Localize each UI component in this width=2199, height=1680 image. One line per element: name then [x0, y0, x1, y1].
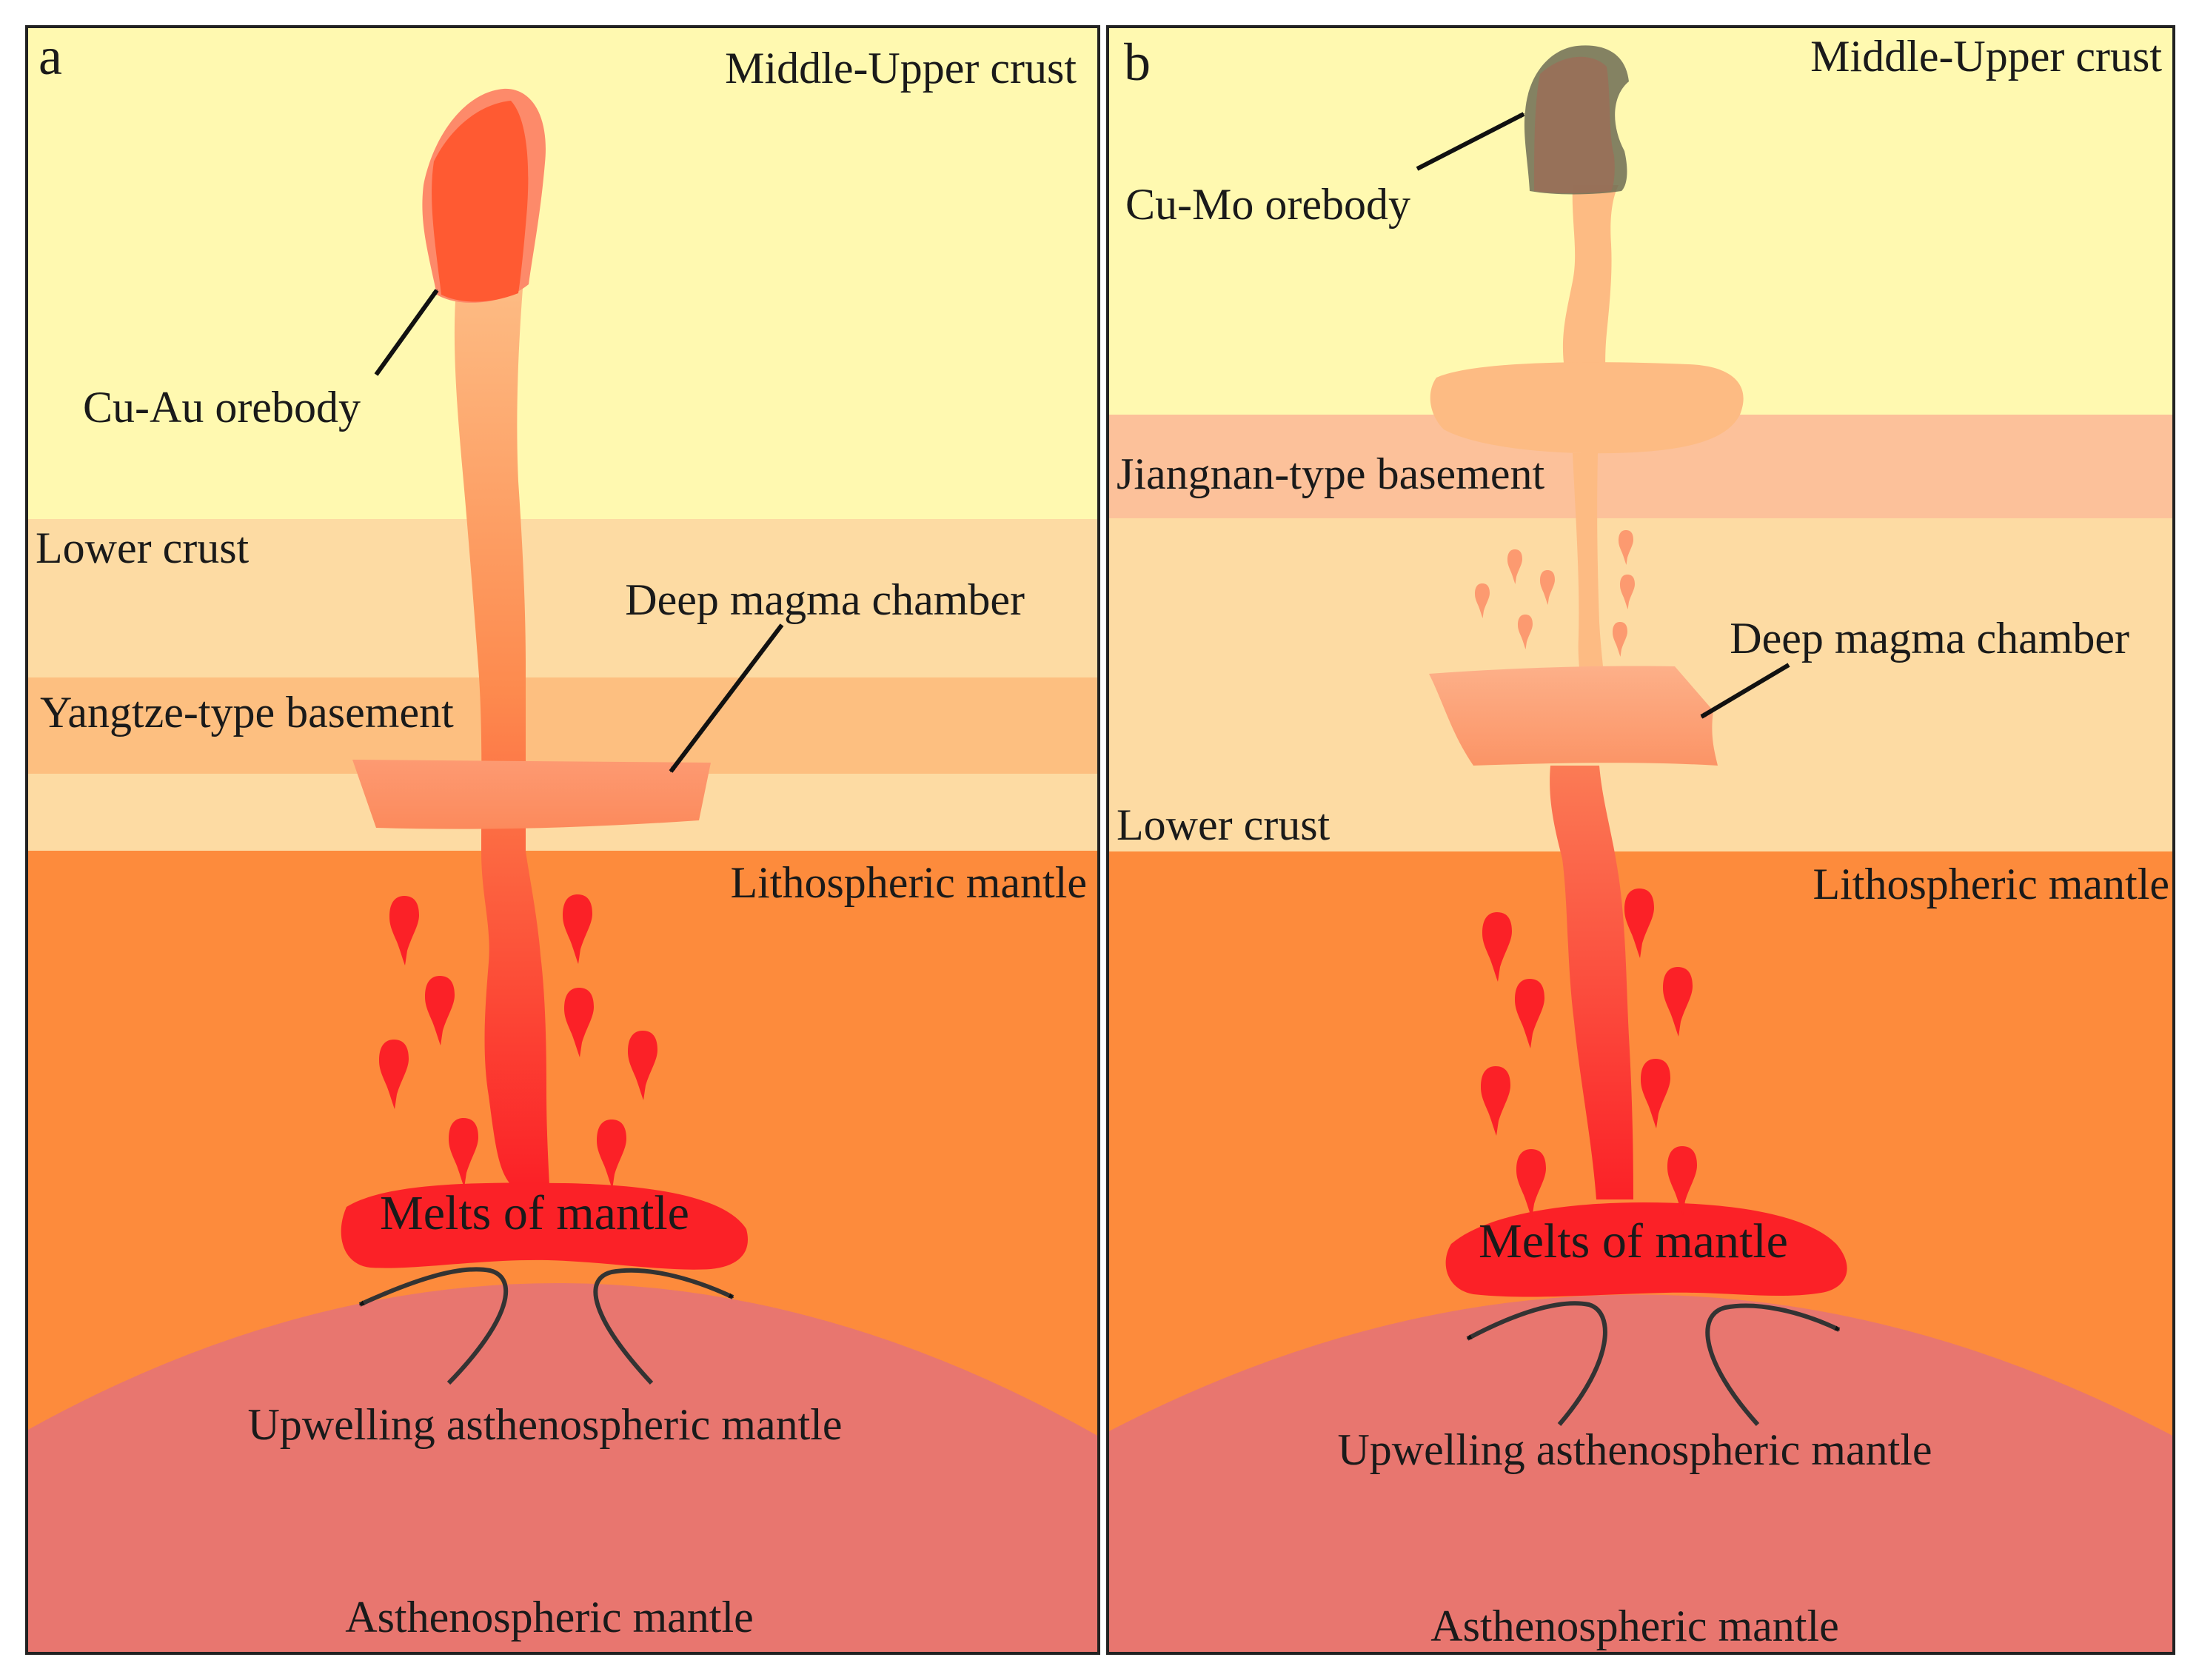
- panel-b-label-magma-chamber: Deep magma chamber: [1730, 614, 2129, 663]
- panel-b-middle-conduit: [1573, 453, 1607, 711]
- panel-a-orebody-arrow: [374, 289, 439, 376]
- panel-a-label-orebody: Cu-Au orebody: [83, 383, 361, 432]
- panel-a-chamber-arrow: [669, 623, 784, 773]
- panel-b-asthenosphere: [1108, 1294, 2174, 1653]
- panel-a-label-basement: Yangtze-type basement: [40, 688, 454, 737]
- panel-b-upper-conduit: [1562, 185, 1619, 415]
- panel-a-label-lithospheric-mantle: Lithospheric mantle: [730, 858, 1087, 907]
- panel-b-chamber-arrow: [1700, 663, 1790, 719]
- panel-b-label-lower-crust: Lower crust: [1117, 800, 1331, 849]
- panel-a-label-magma-chamber: Deep magma chamber: [625, 575, 1025, 624]
- panel-b-label-basement: Jiangnan-type basement: [1117, 449, 1544, 498]
- panel-b-letter: b: [1124, 33, 1151, 92]
- panel-a-upper-crust-layer: [27, 27, 1099, 519]
- panel-a-upwelling-arrow-left: [358, 1267, 509, 1385]
- panel-a-letter: a: [39, 27, 62, 86]
- panel-a-label-lower-crust: Lower crust: [36, 523, 250, 572]
- panel-b-orebody-arrow: [1416, 112, 1525, 171]
- panel-a-label-melts: Melts of mantle: [380, 1186, 689, 1240]
- panel-a-label-middle-upper-crust: Middle-Upper crust: [725, 44, 1077, 93]
- panel-a-upwelling-arrow-right: [593, 1268, 734, 1385]
- panel-a-orebody-core: [432, 101, 529, 302]
- panel-b-label-lithospheric-mantle: Lithospheric mantle: [1813, 860, 2169, 908]
- panel-b-label-upwelling: Upwelling asthenospheric mantle: [1337, 1425, 1932, 1474]
- panel-b-upwelling-arrow-right: [1705, 1303, 1841, 1427]
- panel-b-label-asthenospheric-mantle: Asthenospheric mantle: [1430, 1602, 1839, 1650]
- panel-a-magma-conduit: [454, 289, 549, 1185]
- panel-a-yangtze-basement-layer: [27, 677, 1099, 774]
- panel-a-frame: [25, 25, 1100, 1655]
- panel-b-deep-magma-chamber: [1429, 666, 1718, 766]
- panel-a-mantle-melt-pool: [341, 1182, 749, 1270]
- panel-b-mantle-melt-pool: [1445, 1202, 1847, 1297]
- panel-b-shallow-magma-chamber: [1430, 362, 1744, 454]
- panel-b-upwelling-arrow-left: [1466, 1301, 1607, 1426]
- panel-a-deep-magma-chamber: [352, 760, 711, 829]
- panel-b: b Middle-Upper crust Cu-Mo orebody Jiang…: [1106, 25, 2175, 1655]
- panel-a-label-upwelling: Upwelling asthenospheric mantle: [247, 1400, 842, 1449]
- panel-b-frame: [1106, 25, 2175, 1655]
- panel-b-label-melts: Melts of mantle: [1479, 1214, 1788, 1268]
- panel-b-label-middle-upper-crust: Middle-Upper crust: [1810, 32, 2162, 81]
- panel-a: a Middle-Upper crust Cu-Au orebody Lower…: [25, 25, 1100, 1655]
- panel-a-label-asthenospheric-mantle: Asthenospheric mantle: [345, 1593, 754, 1641]
- panel-a-asthenosphere: [27, 1282, 1099, 1653]
- panel-b-orebody-core: [1534, 56, 1615, 193]
- panel-b-label-orebody: Cu-Mo orebody: [1125, 180, 1410, 229]
- panel-b-lower-conduit: [1550, 766, 1633, 1199]
- panel-b-upper-crust-layer: [1108, 27, 2174, 415]
